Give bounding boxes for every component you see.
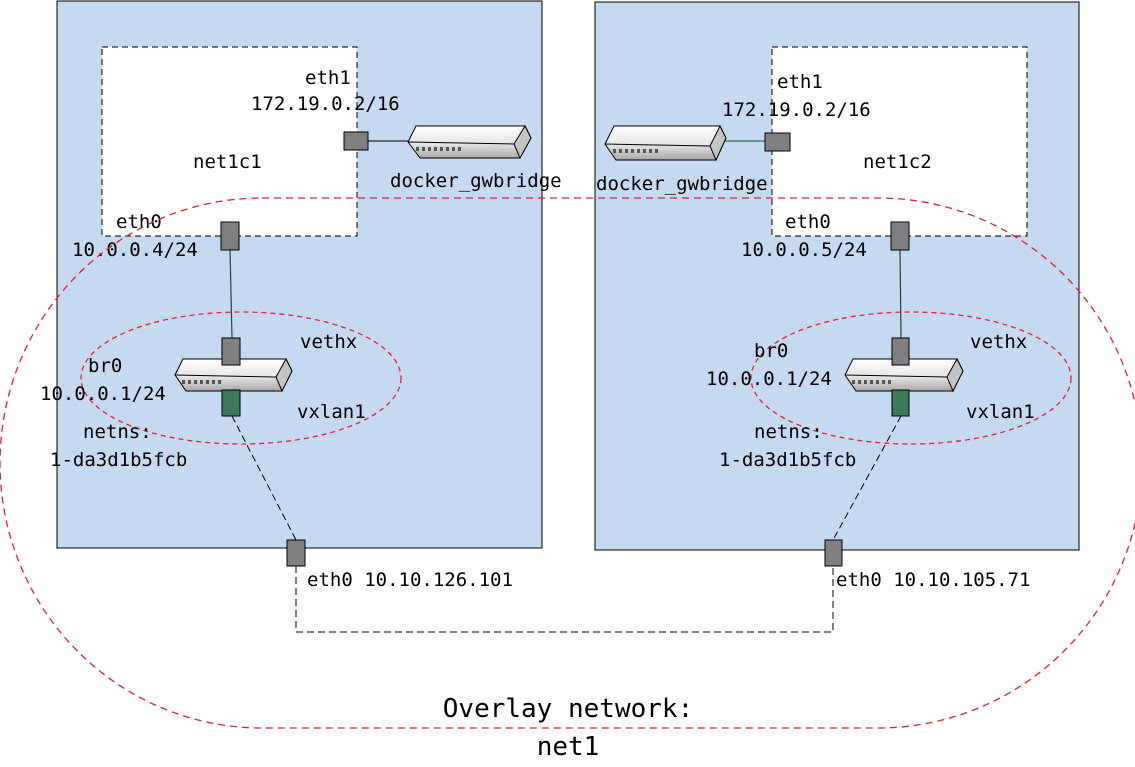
br0-ip-2: 10.0.0.1/24 (706, 368, 832, 390)
eth1-ip-1: 172.19.0.2/16 (251, 93, 400, 115)
netns-label-2: netns: (754, 421, 823, 443)
host-eth0-port-1 (286, 539, 306, 567)
gwbridge-label-1: docker_gwbridge (390, 170, 562, 192)
vxlan-to-host-eth0-link-1 (231, 415, 297, 541)
container-name-2: net1c2 (863, 151, 932, 173)
br0-label-1: br0 (88, 355, 122, 377)
br0-label-2: br0 (754, 340, 788, 362)
br0-ip-1: 10.0.0.1/24 (40, 383, 166, 405)
vethx-port-2 (891, 337, 910, 366)
eth1-label-1: eth1 (305, 67, 351, 89)
br0-bridge-device-1 (174, 357, 293, 393)
eth0-label-2: eth0 (785, 211, 831, 233)
overlay-title-line2: net1 (537, 732, 600, 762)
eth1-port-2 (764, 132, 791, 152)
eth1-label-2: eth1 (777, 71, 823, 93)
eth0-to-vethx-link-2 (899, 249, 902, 339)
vxlan-label-1: vxlan1 (297, 401, 366, 423)
docker-gwbridge-device-2 (604, 124, 727, 162)
netns-2-boundary (750, 311, 1072, 445)
overlay-title-line1: Overlay network: (443, 694, 693, 724)
vxlan1-port-1 (221, 389, 241, 417)
vethx-port-1 (221, 337, 241, 366)
container-net1c1-box (101, 46, 358, 237)
host-eth0-label-1: eth0 10.10.126.101 (307, 569, 513, 591)
eth0-label-1: eth0 (116, 211, 162, 233)
br0-bridge-device-2 (844, 357, 964, 393)
eth1-port-1 (343, 131, 369, 151)
vxlan-to-host-eth0-link-2 (832, 415, 902, 541)
vxlan-label-2: vxlan1 (966, 401, 1035, 423)
container-net1c2-box (771, 46, 1028, 237)
eth0-ip-2: 10.0.0.5/24 (741, 239, 867, 261)
docker-gwbridge-device-1 (407, 124, 532, 160)
netns-id-2: 1-da3d1b5fcb (719, 449, 856, 471)
netns-1-boundary (80, 311, 402, 445)
host-eth0-port-2 (824, 539, 843, 567)
vethx-label-2: vethx (970, 331, 1027, 353)
netns-id-1: 1-da3d1b5fcb (50, 449, 187, 471)
eth1-ip-2: 172.19.0.2/16 (722, 99, 871, 121)
gwbridge-label-2: docker_gwbridge (596, 173, 768, 195)
physical-link-between-hosts (295, 566, 834, 633)
host-2: eth1 172.19.0.2/16 net1c2 docker_gwbridg… (594, 1, 1080, 591)
netns-label-1: netns: (83, 421, 152, 443)
eth0-to-vethx-link-1 (229, 249, 233, 339)
host-eth0-label-2: eth0 10.10.105.71 (836, 569, 1030, 591)
eth0-port-2 (890, 221, 910, 251)
vethx-label-1: vethx (300, 331, 357, 353)
vxlan1-port-2 (891, 389, 910, 417)
container-name-1: net1c1 (193, 151, 262, 173)
host-1: eth1 172.19.0.2/16 net1c1 docker_gwbridg… (40, 0, 562, 591)
overlay-network-boundary (0, 197, 1135, 729)
eth0-port-1 (220, 221, 240, 251)
eth0-ip-1: 10.0.0.4/24 (72, 239, 198, 261)
